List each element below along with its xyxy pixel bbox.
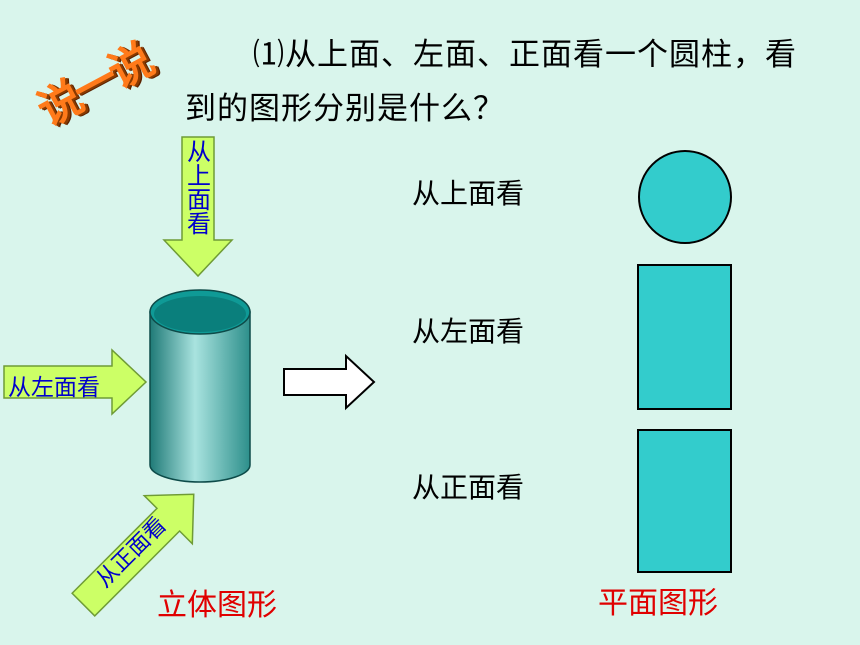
top-view-arrow [162,136,234,278]
transform-arrow-icon [283,353,376,411]
top-view-circle [638,150,732,244]
left-arrow-label: 从左面看 [8,375,100,401]
view-label-left: 从左面看 [412,315,525,348]
view-label-top: 从上面看 [412,177,525,210]
front-view-arrow [71,493,195,617]
solid-figure-caption: 立体图形 [157,588,277,623]
plane-figure-caption: 平面图形 [598,586,718,621]
question-text: ⑴从上面、左面、正面看一个圆柱，看到的图形分别是什么？ [185,37,797,127]
cylinder-shape [149,289,251,483]
front-view-rectangle [637,429,732,573]
left-view-arrow [3,348,148,416]
view-label-front: 从正面看 [412,471,525,504]
top-arrow-label: 从上面看 [187,138,211,238]
left-view-rectangle [637,264,732,410]
